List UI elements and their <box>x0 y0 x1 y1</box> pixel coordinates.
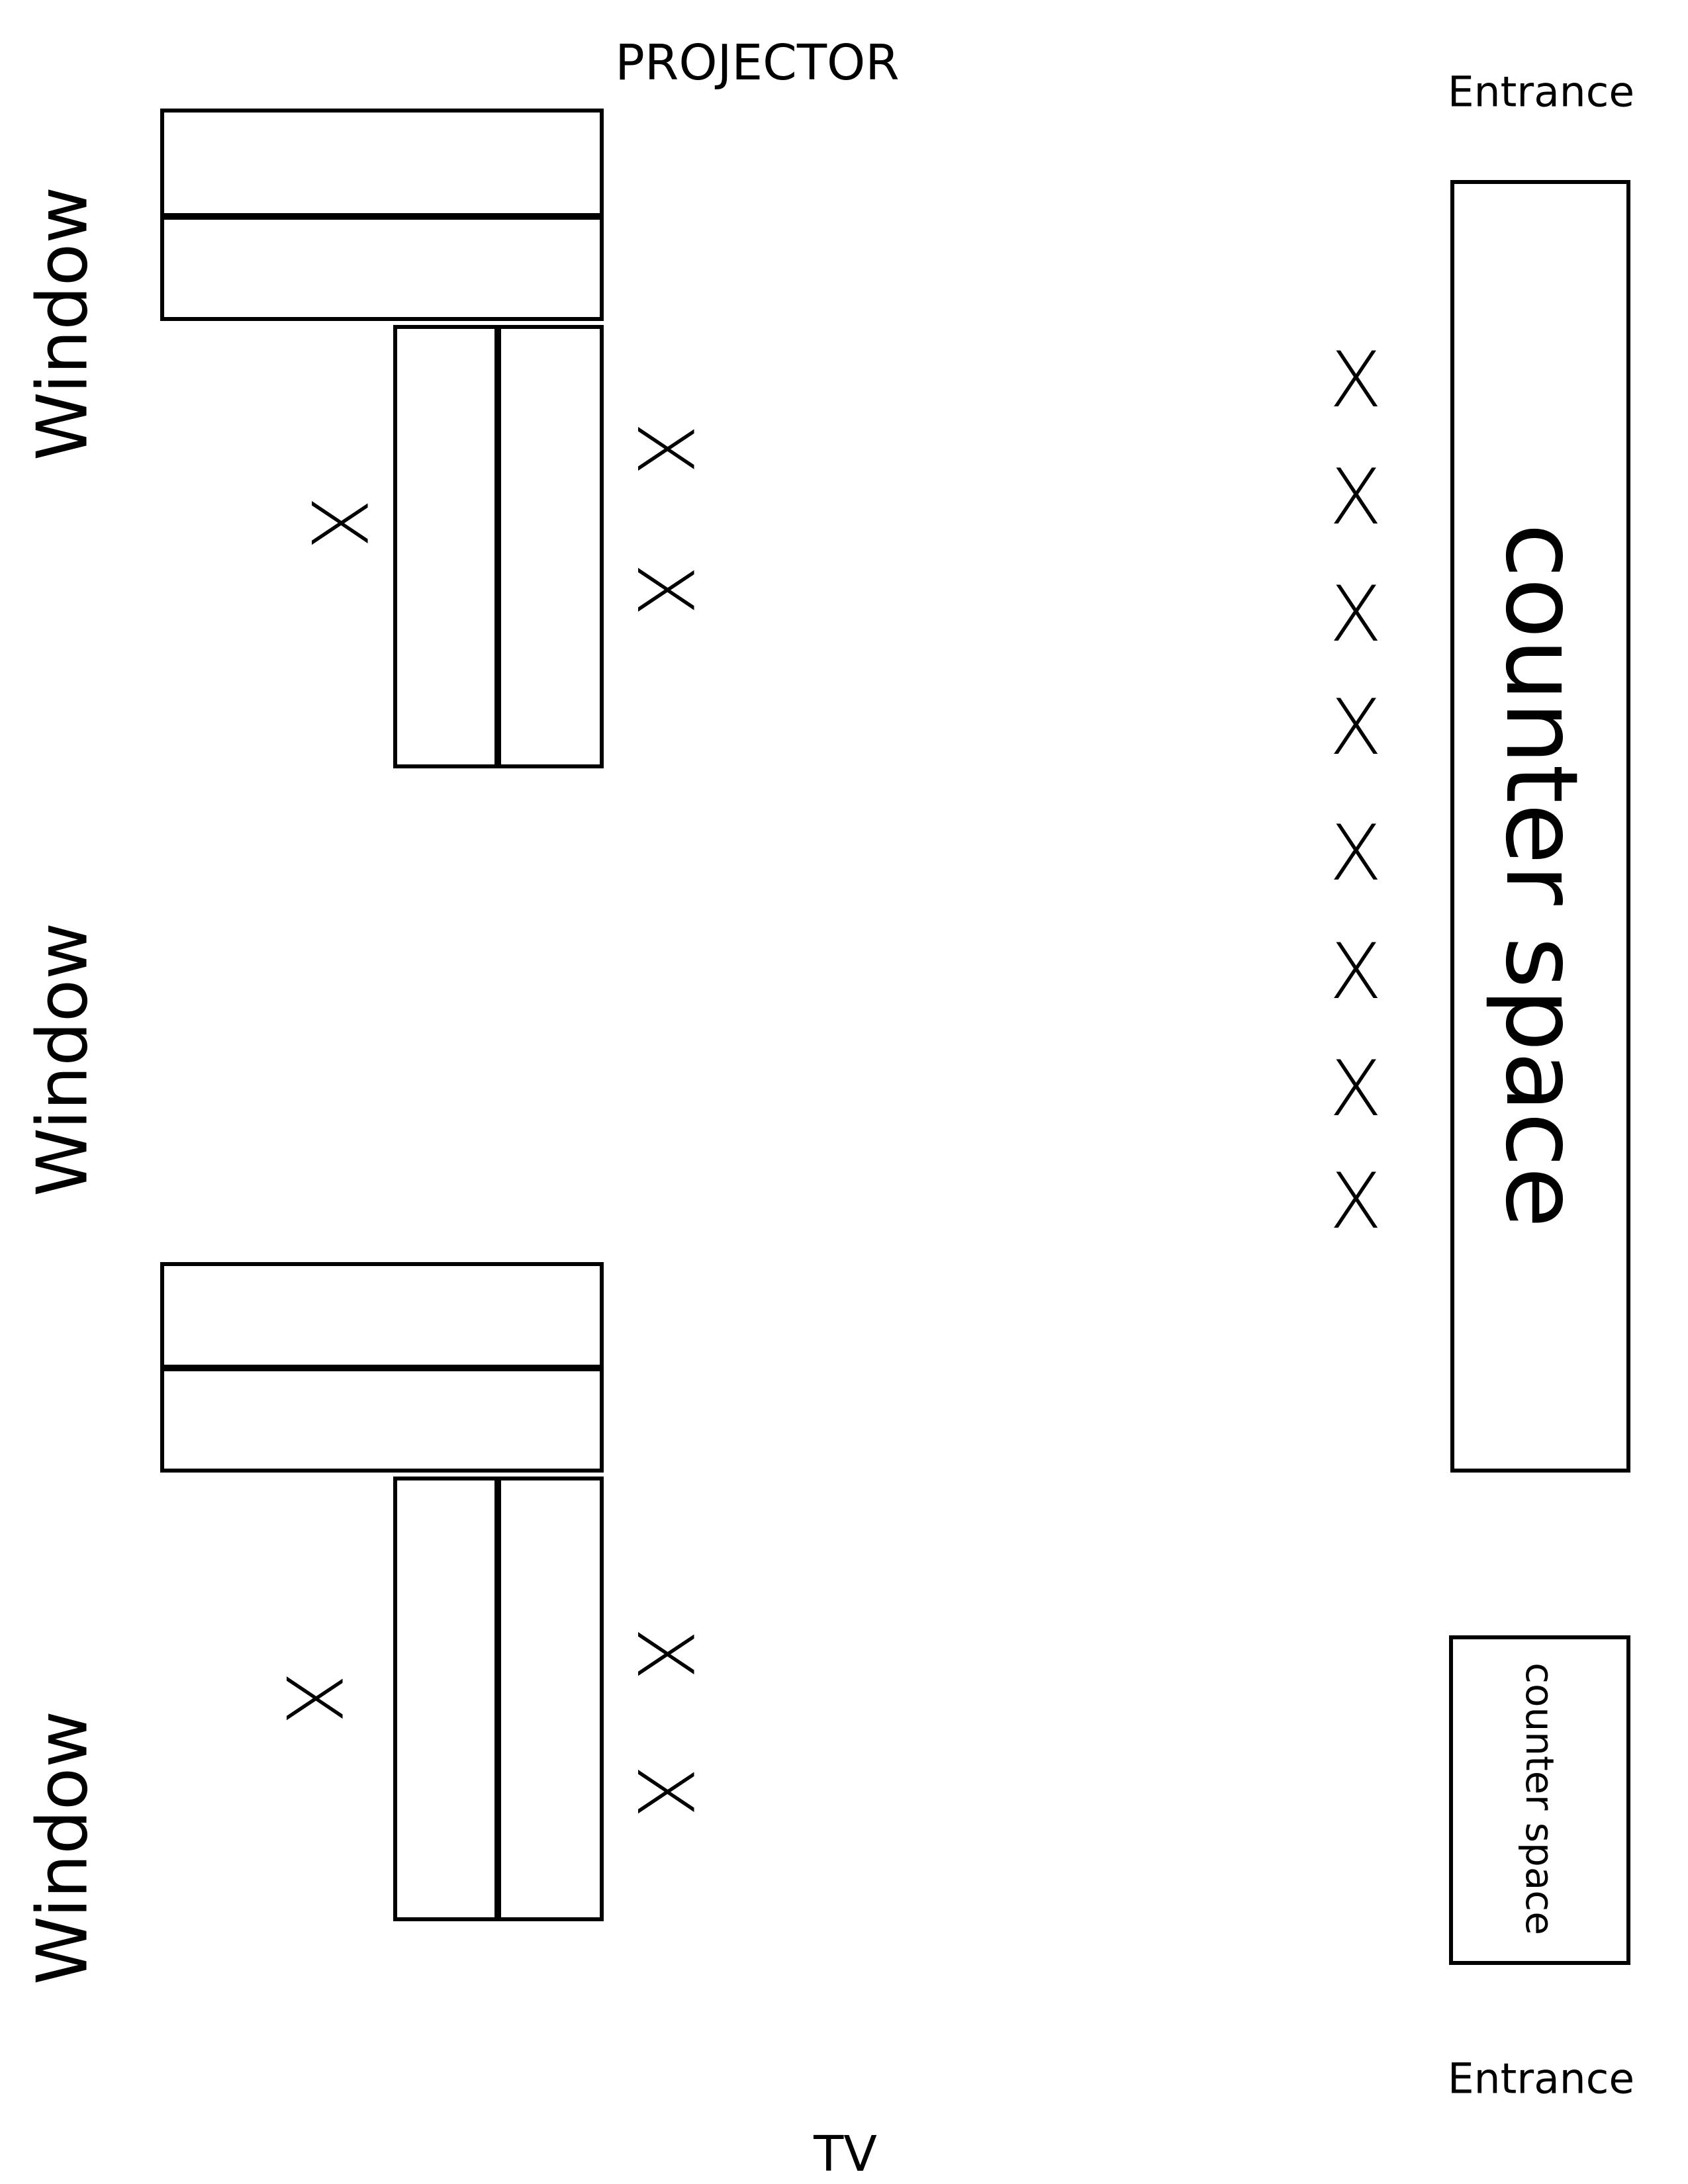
table-divider <box>160 213 604 220</box>
table-divider <box>160 1365 604 1371</box>
projector-label: PROJECTOR <box>615 34 900 91</box>
seat-mark: X <box>1329 1044 1382 1134</box>
table-divider <box>494 1477 501 1921</box>
seat-mark: X <box>620 1765 709 1818</box>
seat-mark: X <box>1329 570 1382 659</box>
entrance-top-label: Entrance <box>1447 68 1635 116</box>
window-label-1: Window <box>22 186 103 461</box>
seat-mark: X <box>620 1627 709 1680</box>
seat-mark: X <box>293 496 383 549</box>
seat-mark: X <box>1329 453 1382 542</box>
window-label-3: Window <box>22 1710 103 1985</box>
counter-large-label: counter space <box>1483 523 1599 1228</box>
counter-large <box>1450 180 1630 1473</box>
seat-mark: X <box>268 1672 357 1725</box>
seat-mark: X <box>1329 927 1382 1017</box>
seat-mark: X <box>1329 683 1382 772</box>
seat-mark: X <box>620 422 709 475</box>
seat-mark: X <box>1329 809 1382 898</box>
tv-label: TV <box>814 2126 877 2183</box>
entrance-bottom-label: Entrance <box>1447 2054 1635 2103</box>
seat-mark: X <box>1329 336 1382 425</box>
seat-mark: X <box>1329 1157 1382 1246</box>
seat-mark: X <box>620 563 709 616</box>
table-divider <box>494 325 501 768</box>
window-label-2: Window <box>22 922 103 1197</box>
counter-small-label: counter space <box>1517 1662 1562 1935</box>
counter-small <box>1449 1635 1630 1965</box>
